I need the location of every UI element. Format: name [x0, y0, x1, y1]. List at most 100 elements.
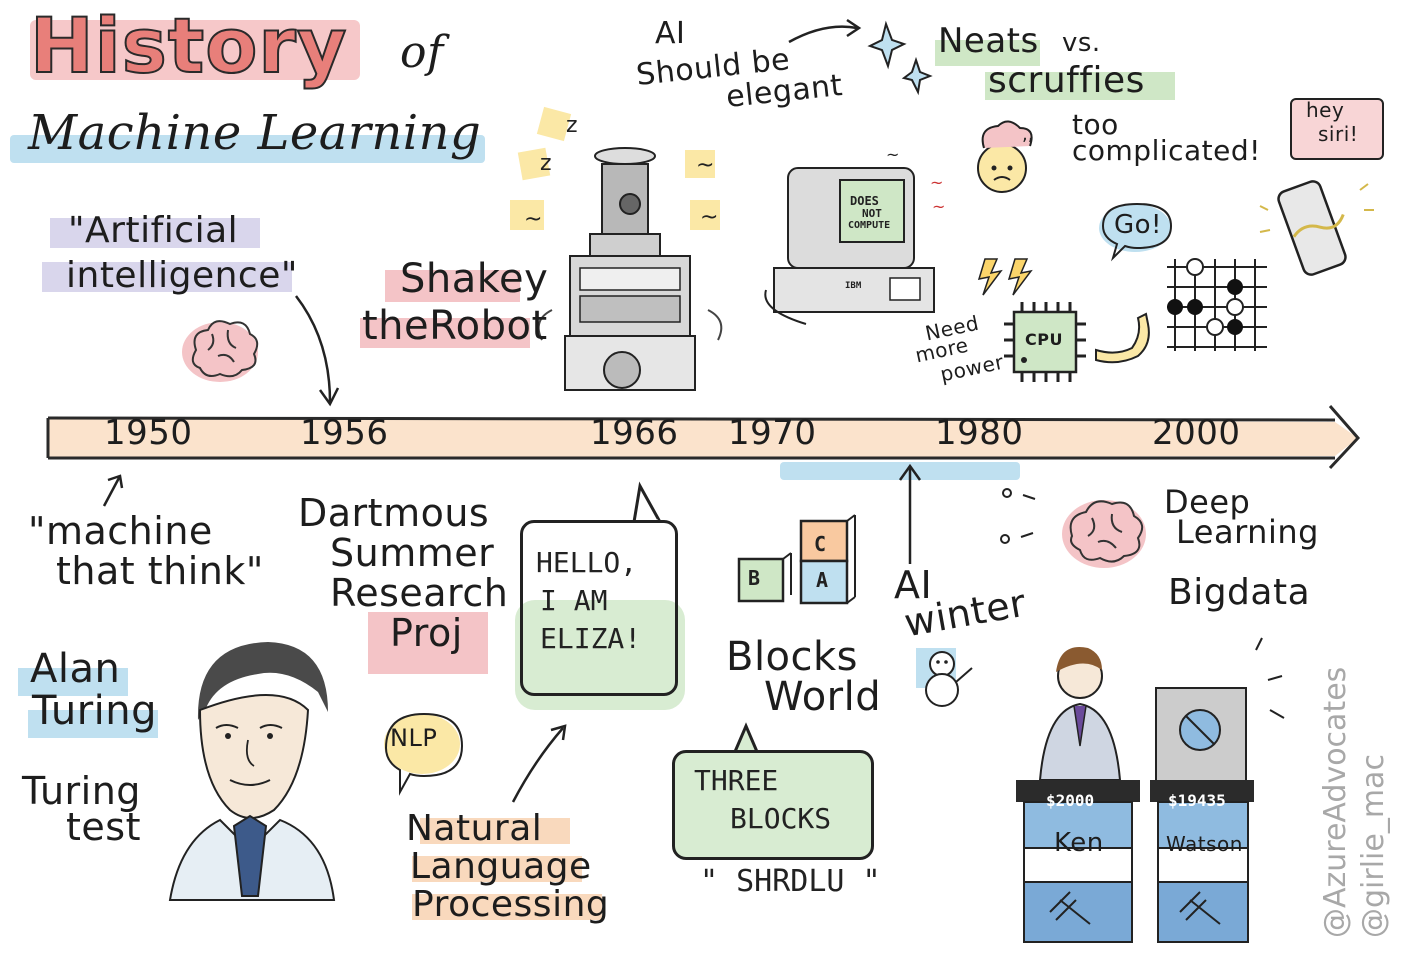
svg-text:,,: ,, — [1022, 124, 1033, 145]
eliza-line2: I AM — [540, 584, 608, 617]
nlp-processing-highlight — [412, 894, 602, 920]
arrow-from-1950 — [102, 474, 124, 507]
block-a: A — [816, 568, 829, 592]
nlp-full-line1: Natural — [406, 808, 543, 849]
hey-siri-line2: siri! — [1318, 122, 1359, 146]
dots-icon — [1000, 488, 1036, 544]
deep-learning-line1: Deep — [1164, 483, 1251, 521]
year-1980: 1980 — [935, 413, 1024, 453]
ai-term-highlight-1 — [50, 218, 260, 248]
title-highlight-pink — [30, 20, 360, 80]
nlp-speech-bubble — [384, 712, 464, 796]
arrow-to-1956 — [295, 295, 340, 407]
ai-winter-highlight — [780, 462, 1020, 480]
flexed-arm-icon — [1095, 312, 1150, 364]
svg-text:z: z — [566, 113, 578, 138]
lightning-icon — [977, 258, 1033, 296]
svg-text:~: ~ — [696, 153, 714, 178]
eliza-line1: HELLO, — [536, 546, 638, 579]
block-b: B — [748, 566, 761, 590]
turing-test-line2: test — [66, 805, 141, 849]
sparkle-icon — [867, 20, 933, 96]
dartmouth-line4: Proj — [390, 611, 463, 655]
nlp-language-highlight — [412, 856, 582, 882]
ai-term-highlight-2 — [42, 262, 292, 292]
scruffies-highlight — [985, 72, 1175, 100]
shakey-line2: theRobot — [362, 303, 548, 349]
ken-score: $2000 — [1046, 791, 1095, 810]
alan-turing-line1: Alan — [30, 646, 121, 692]
dartmouth-line3: Research — [330, 571, 509, 615]
svg-text:~: ~ — [524, 207, 542, 232]
svg-text:~: ~ — [930, 173, 943, 192]
turing-test-line1: Turing — [22, 769, 141, 813]
year-1950: 1950 — [104, 413, 193, 453]
ai-winter-line1: AI — [894, 563, 933, 607]
does-not-compute-line1: DOES — [850, 194, 879, 208]
arrow-to-eliza — [511, 724, 567, 803]
svg-text:~: ~ — [700, 205, 718, 230]
machine-think-line1: "machine — [28, 509, 213, 553]
shakey-robot-icon: z z ~ ~ ~ — [510, 106, 723, 391]
hey-siri-bubble — [1290, 98, 1384, 160]
go-board-icon — [1167, 258, 1267, 351]
nlp-natural-highlight — [420, 818, 570, 844]
timeline-arrow — [46, 405, 1361, 470]
exploding-head-icon: ,, — [977, 120, 1033, 193]
deep-learning-line2: Learning — [1176, 513, 1319, 551]
dartmouth-line1: Dartmous — [298, 491, 490, 535]
arrow-to-1980 — [898, 463, 922, 564]
turing-highlight — [28, 710, 158, 738]
year-1966: 1966 — [590, 413, 679, 453]
svg-text:z: z — [540, 151, 552, 176]
does-not-compute-line2: NOT — [862, 207, 882, 220]
shakey-highlight-2 — [360, 318, 530, 348]
watson-score: $19435 — [1168, 791, 1226, 810]
nlp-full-line2: Language — [410, 846, 592, 887]
too-complicated-line1: too — [1072, 108, 1119, 141]
svg-text:~: ~ — [932, 197, 945, 216]
credit-azure-advocates: @AzureAdvocates — [1318, 666, 1353, 938]
go-label: Go! — [1114, 210, 1162, 240]
watson-label: Watson — [1166, 832, 1243, 856]
title-history: History — [29, 1, 348, 90]
year-1970: 1970 — [728, 413, 817, 453]
ibm-label: IBM — [845, 281, 862, 291]
subtitle-highlight-blue — [10, 135, 485, 163]
vs-label: vs. — [1062, 28, 1101, 58]
alan-turing-portrait — [168, 642, 336, 901]
machine-think-line2: that think" — [56, 549, 264, 593]
neats-label: Neats — [938, 21, 1039, 61]
toy-blocks-icon — [737, 514, 856, 605]
ai-term-line2: intelligence" — [66, 255, 298, 296]
blocks-world-line1: Blocks — [726, 634, 859, 680]
dartmouth-highlight — [368, 612, 488, 674]
svg-text:~: ~ — [886, 145, 899, 164]
nlp-label: NLP — [390, 724, 438, 752]
alan-turing-line2: Turing — [32, 688, 158, 734]
ai-term-line1: "Artificial — [68, 210, 239, 251]
big-data-label: Bigdata — [1168, 572, 1311, 613]
ken-label: Ken — [1054, 828, 1104, 858]
nlp-full-line3: Processing — [412, 884, 610, 925]
hey-siri-line1: hey — [1306, 98, 1345, 122]
three-blocks-line2: BLOCKS — [730, 802, 832, 835]
shakey-line1: Shakey — [400, 256, 549, 302]
shakey-highlight — [385, 270, 520, 302]
title-machine-learning: Machine Learning — [28, 105, 482, 161]
smartphone-icon — [1259, 180, 1374, 276]
credit-girlie-mac: @girlie_mac — [1356, 754, 1391, 938]
brain-icon — [182, 320, 259, 382]
eliza-line3: ELIZA! — [540, 622, 642, 655]
snowman-icon — [916, 648, 973, 707]
year-2000: 2000 — [1152, 413, 1241, 453]
scruffies-label: scruffies — [988, 60, 1145, 101]
shrdlu-label: " SHRDLU " — [700, 864, 881, 899]
cpu-label: CPU — [1025, 330, 1063, 349]
brain-icon-deep-learning — [1062, 500, 1146, 568]
neats-highlight — [935, 40, 1040, 66]
eliza-green-wash — [515, 600, 685, 710]
blocks-world-line2: World — [764, 674, 882, 720]
jeopardy-scene-icon — [1016, 637, 1285, 943]
ai-elegant-line1: AI — [655, 16, 686, 51]
